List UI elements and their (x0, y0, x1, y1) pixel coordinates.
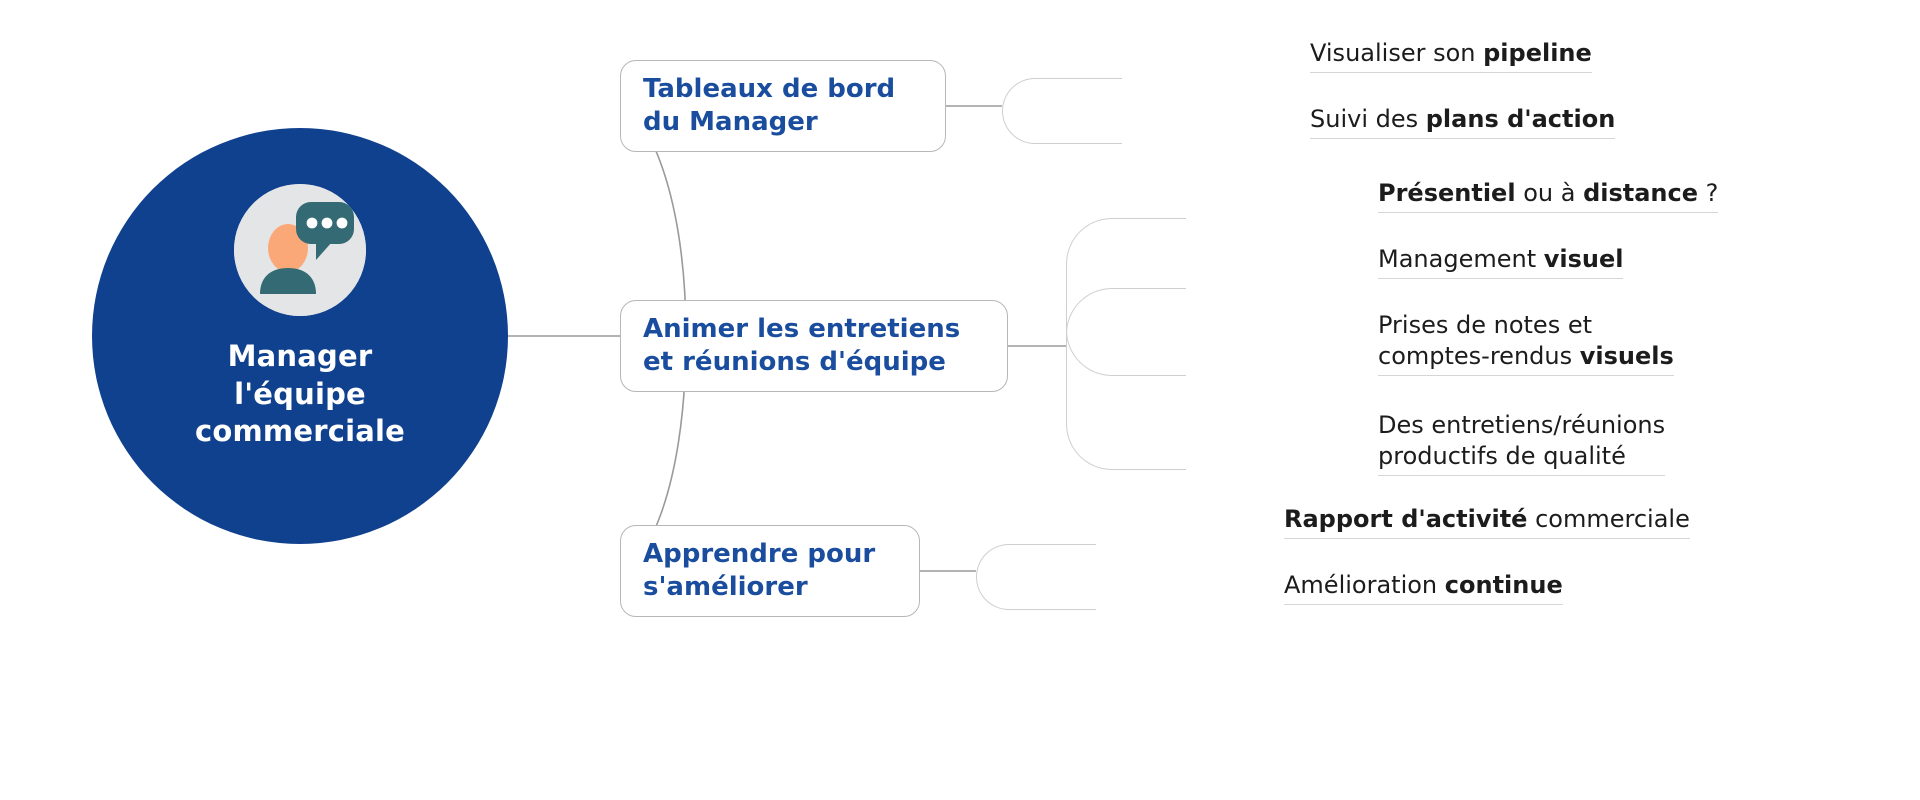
leaf-text-plain: Des entretiens/réunions productifs de qu… (1378, 411, 1666, 471)
leaf-item[interactable]: Visualiser son pipeline (1310, 38, 1592, 74)
leaf-text-emphasis: distance (1583, 179, 1699, 207)
center-node[interactable]: Manager l'équipe commerciale (92, 128, 508, 544)
leaf-text-plain: Suivi des (1310, 105, 1426, 133)
leaf-text-emphasis: visuel (1543, 245, 1624, 273)
leaf-text-emphasis: Rapport d'activité (1284, 505, 1528, 533)
leaf-text-emphasis: visuels (1579, 342, 1674, 371)
leaf-text-plain: commerciale (1527, 505, 1690, 533)
branch-node-tableaux-de-bord[interactable]: Tableaux de bord du Manager (620, 60, 946, 152)
branch-node-apprendre[interactable]: Apprendre pour s'améliorer (620, 525, 920, 617)
branch-node-animer-entretiens[interactable]: Animer les entretiens et réunions d'équi… (620, 300, 1008, 392)
leaf-capsule-group-1b (1066, 288, 1186, 470)
leaf-item[interactable]: Management visuel (1378, 244, 1624, 280)
leaf-capsule-group-0 (1002, 78, 1122, 144)
leaf-text-plain: ? (1698, 179, 1719, 207)
leaf-item[interactable]: Suivi des plans d'action (1310, 104, 1616, 140)
leaf-item[interactable]: Rapport d'activité commerciale (1284, 504, 1690, 540)
leaf-text-emphasis: Présentiel (1378, 179, 1516, 207)
leaf-capsule-group-1a (1066, 218, 1186, 376)
branch-node-label: Animer les entretiens et réunions d'équi… (643, 313, 961, 377)
leaf-item[interactable]: Présentiel ou à distance ? (1378, 178, 1719, 214)
leaf-text-plain: ou à (1515, 179, 1584, 207)
leaf-text-emphasis: continue (1444, 571, 1563, 599)
person-speech-bubble-icon (234, 184, 366, 316)
leaf-item[interactable]: Amélioration continue (1284, 570, 1563, 606)
leaf-text-plain: Prises de notes et comptes-rendus (1378, 311, 1592, 371)
leaf-capsule-group-2 (976, 544, 1096, 610)
leaf-item[interactable]: Des entretiens/réunions productifs de qu… (1378, 410, 1666, 477)
leaf-text-plain: Amélioration (1284, 571, 1445, 599)
branch-node-label: Apprendre pour s'améliorer (643, 538, 876, 602)
center-node-label: Manager l'équipe commerciale (194, 339, 406, 449)
leaf-text-plain: Visualiser son (1310, 39, 1484, 67)
leaf-text-plain: Management (1378, 245, 1544, 273)
leaf-item[interactable]: Prises de notes et comptes-rendus visuel… (1378, 310, 1674, 377)
leaf-text-emphasis: pipeline (1483, 39, 1592, 67)
leaf-text-emphasis: plans d'action (1425, 105, 1616, 133)
branch-node-label: Tableaux de bord du Manager (643, 73, 896, 137)
